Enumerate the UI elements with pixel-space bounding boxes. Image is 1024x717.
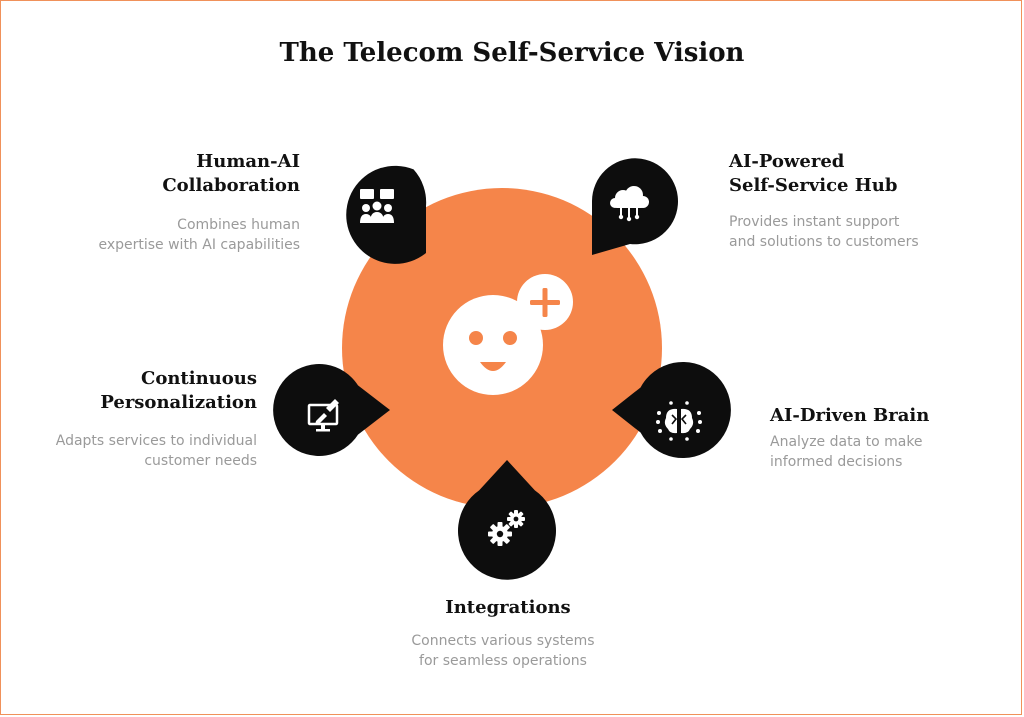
human-ai-desc-line1: Combines human [177, 217, 300, 233]
personalization-desc-line2: customer needs [144, 453, 257, 469]
pin-personalization [273, 364, 390, 457]
human-ai-heading-line1: Human-AI [196, 151, 300, 172]
cloud-network-icon [610, 186, 649, 222]
hub-heading: AI-Powered Self-Service Hub [729, 150, 897, 198]
integrations-description: Connects various systems for seamless op… [353, 631, 653, 671]
pin-human-ai [346, 165, 427, 264]
personalization-heading: Continuous Personalization [100, 367, 257, 415]
gears-icon [488, 510, 525, 546]
personalization-desc-line1: Adapts services to individual [55, 433, 257, 449]
integrations-desc-line1: Connects various systems [411, 633, 595, 649]
integrations-heading-line1: Integrations [445, 597, 571, 618]
pin-integrations [457, 460, 556, 580]
personalization-heading-line2: Personalization [100, 392, 257, 413]
integrations-desc-line2: for seamless operations [419, 653, 587, 669]
personalization-description: Adapts services to individual customer n… [56, 431, 257, 471]
brain-circuit-icon [656, 401, 702, 441]
hub-heading-line1: AI-Powered [729, 151, 845, 172]
human-ai-heading: Human-AI Collaboration [162, 150, 300, 198]
integrations-heading: Integrations [358, 596, 658, 620]
human-ai-desc-line2: expertise with AI capabilities [98, 237, 300, 253]
brain-desc-line2: informed decisions [770, 454, 903, 470]
brain-desc-line1: Analyze data to make [770, 434, 923, 450]
human-ai-description: Combines human expertise with AI capabil… [98, 215, 300, 255]
hub-heading-line2: Self-Service Hub [729, 175, 898, 196]
hub-description: Provides instant support and solutions t… [729, 212, 919, 252]
robot-face-plus-icon [443, 274, 573, 395]
hub-desc-line1: Provides instant support [729, 214, 900, 230]
brain-heading: AI-Driven Brain [770, 404, 929, 428]
brain-heading-line1: AI-Driven Brain [770, 405, 930, 426]
diagram-title: The Telecom Self-Service Vision [279, 38, 745, 68]
pin-brain [612, 362, 731, 458]
team-meeting-icon [360, 189, 394, 223]
human-ai-heading-line2: Collaboration [162, 175, 300, 196]
monitor-edit-icon [307, 399, 339, 432]
hub-desc-line2: and solutions to customers [729, 234, 919, 250]
brain-description: Analyze data to make informed decisions [770, 432, 923, 472]
personalization-heading-line1: Continuous [141, 368, 257, 389]
pin-hub [592, 158, 678, 255]
